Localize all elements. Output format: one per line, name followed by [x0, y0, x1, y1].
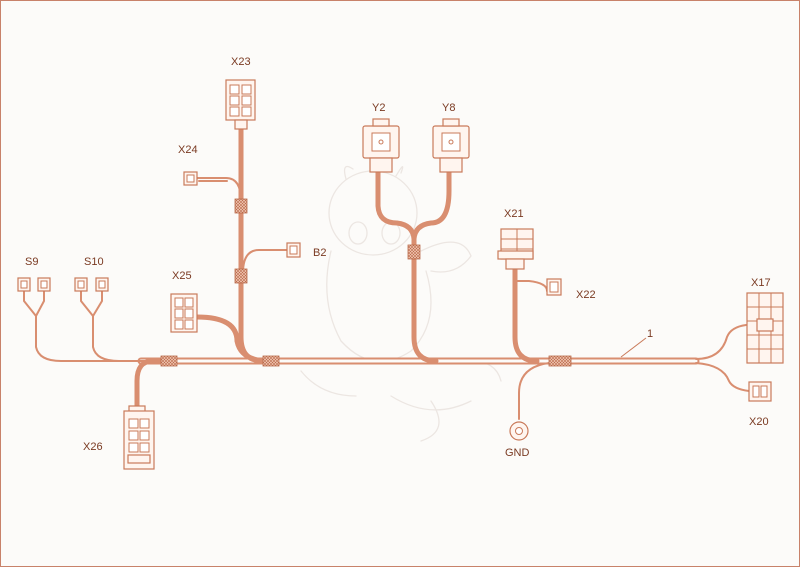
- label-y8: Y8: [442, 102, 455, 114]
- connector-x24[interactable]: [183, 171, 198, 186]
- label-x21: X21: [504, 208, 524, 220]
- connector-s9[interactable]: [17, 277, 51, 292]
- label-harness-ref: 1: [647, 328, 653, 340]
- harness-branches: [23, 126, 750, 420]
- label-x23: X23: [231, 56, 251, 68]
- label-s10: S10: [84, 256, 104, 268]
- label-x26: X26: [83, 441, 103, 453]
- label-x25: X25: [172, 270, 192, 282]
- connector-x22[interactable]: [546, 278, 562, 296]
- connector-x20[interactable]: [748, 381, 772, 402]
- gnd-terminal[interactable]: [509, 421, 529, 441]
- connector-x26[interactable]: [123, 405, 155, 470]
- connector-x17[interactable]: [746, 292, 784, 364]
- label-b2: B2: [313, 247, 326, 259]
- dragon-watermark-icon: [300, 165, 502, 442]
- connector-b2[interactable]: [286, 242, 301, 258]
- label-y2: Y2: [372, 102, 385, 114]
- connector-x25[interactable]: [170, 293, 198, 333]
- label-gnd: GND: [505, 447, 530, 459]
- connector-x21[interactable]: [497, 228, 534, 270]
- label-x17: X17: [751, 277, 771, 289]
- label-x22: X22: [576, 289, 596, 301]
- harness-sleeves: [160, 198, 572, 367]
- connector-y2[interactable]: [362, 118, 400, 173]
- connector-s10[interactable]: [74, 277, 109, 292]
- connector-x23[interactable]: [225, 79, 256, 130]
- label-x24: X24: [178, 144, 198, 156]
- label-x20: X20: [749, 416, 769, 428]
- label-s9: S9: [25, 256, 38, 268]
- connector-y8[interactable]: [432, 118, 470, 173]
- harness-ref-leader: [620, 337, 647, 358]
